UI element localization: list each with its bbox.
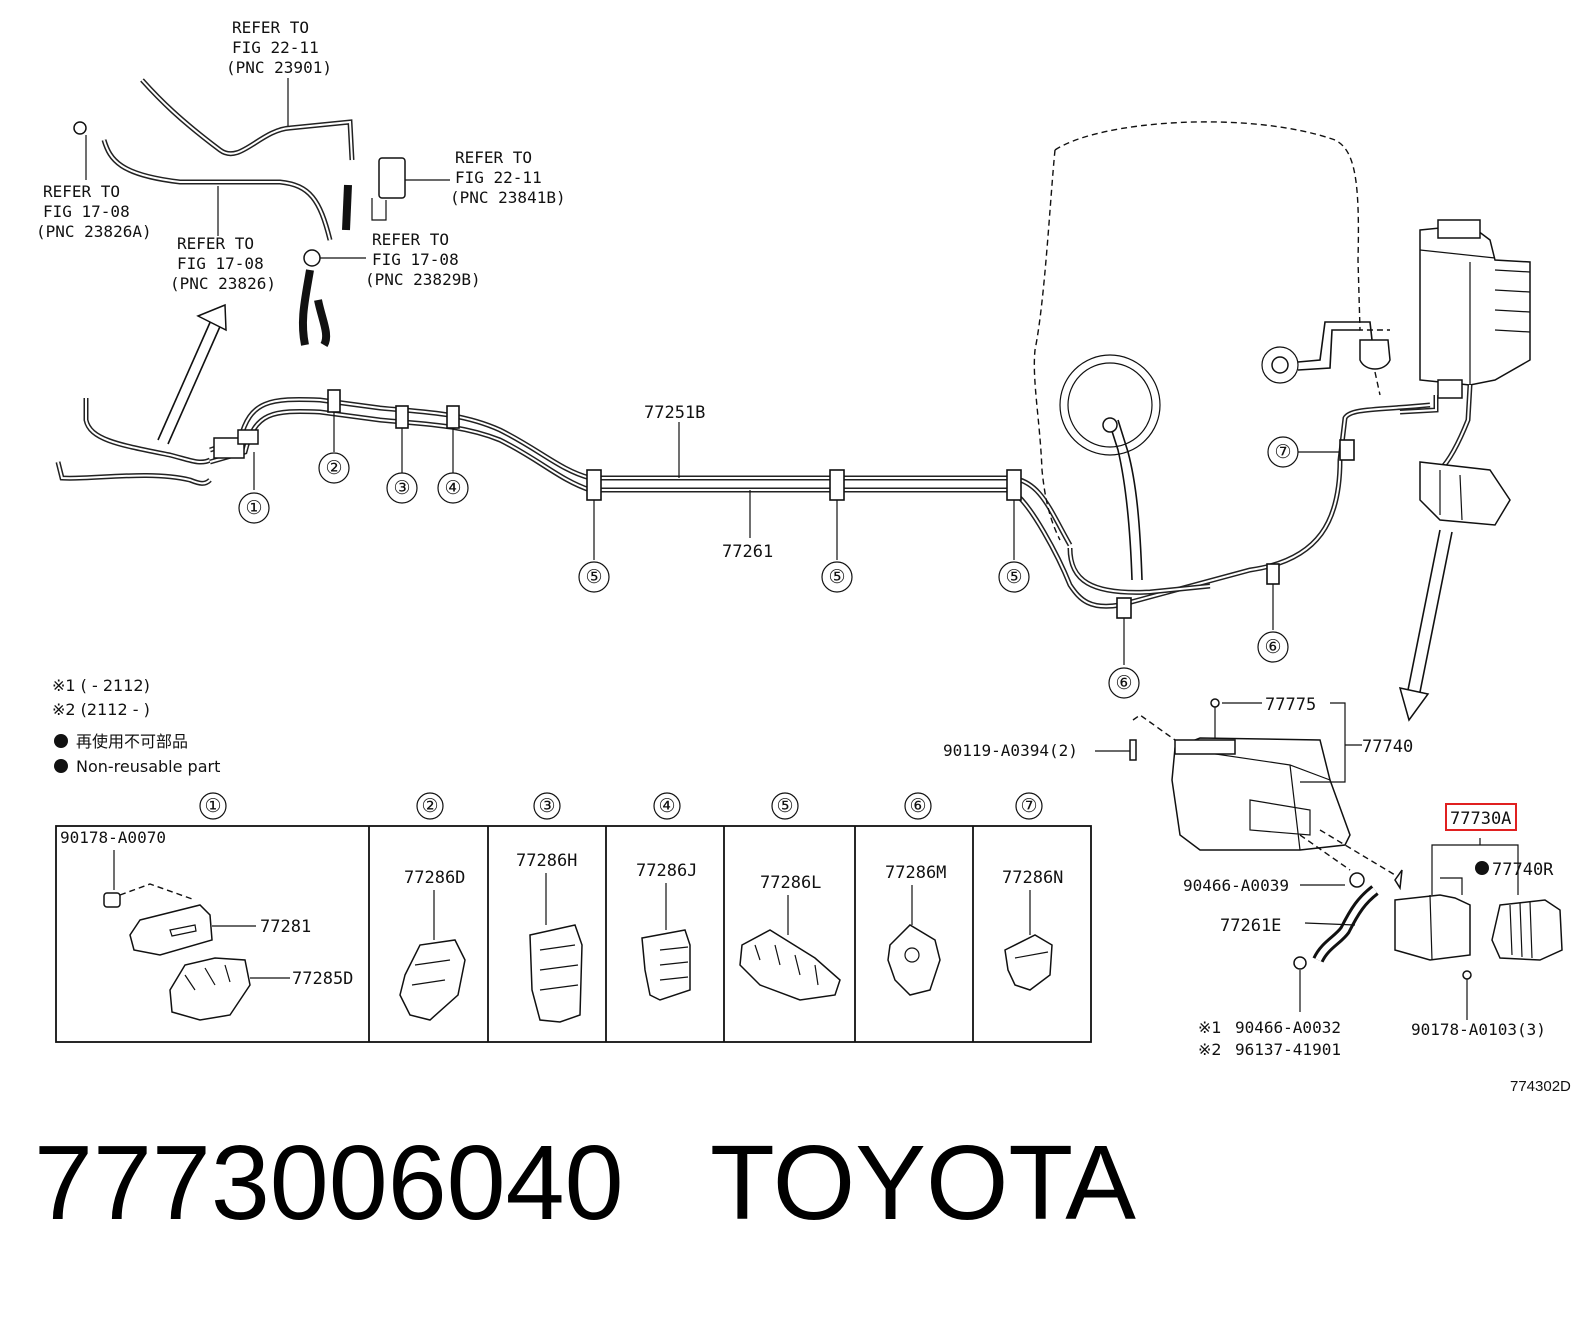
ref-23826-line3: (PNC 23826) <box>170 274 276 293</box>
reference-23829b: REFER TO FIG 17-08 (PNC 23829B) <box>318 230 481 289</box>
ref-23841b-line2: FIG 22-11 <box>455 168 542 187</box>
callout-4: ④ <box>444 477 461 499</box>
ref-23841b-line1: REFER TO <box>455 148 532 167</box>
label-90466-a0039: 90466-A0039 <box>1183 876 1289 895</box>
ref-23829b-line3: (PNC 23829B) <box>365 270 481 289</box>
label-77740: 77740 <box>1362 737 1413 757</box>
canister-exploded: 77775 77740 90119-A0394(2) 77730A 77740R… <box>943 695 1571 1095</box>
cell2-77286d: 77286D <box>404 868 465 888</box>
ref-23901-line1: REFER TO <box>232 18 309 37</box>
table-header-7: ⑦ <box>1020 795 1037 817</box>
label-77730a: 77730A <box>1450 809 1511 829</box>
label-90466-a0032: 90466-A0032 <box>1235 1018 1341 1037</box>
table-header-4: ④ <box>658 795 675 817</box>
ref-23826a-line3: (PNC 23826A) <box>36 222 152 241</box>
notes: ※1 ( - 2112) ※2 (2112 - ) 再使用不可部品 Non-re… <box>52 676 220 776</box>
cell5-77286l: 77286L <box>760 873 821 893</box>
note-1: ※1 ( - 2112) <box>52 676 150 695</box>
reference-23826: REFER TO FIG 17-08 (PNC 23826) <box>170 186 276 293</box>
cell1-77281: 77281 <box>260 917 311 937</box>
fuel-tank-outline <box>1033 121 1391 581</box>
callout-6b: ⑥ <box>1264 636 1281 658</box>
diagram-code: 774302D <box>1510 1078 1571 1095</box>
cell3-77286h: 77286H <box>516 851 577 871</box>
mark-2: ※2 <box>1198 1040 1222 1059</box>
cell4-77286j: 77286J <box>636 861 697 881</box>
callout-1: ① <box>245 497 262 519</box>
cell6-77286m: 77286M <box>885 863 946 883</box>
highlight-box <box>1445 803 1517 831</box>
ref-23901-line2: FIG 22-11 <box>232 38 319 57</box>
ref-23829b-line2: FIG 17-08 <box>372 250 459 269</box>
cell7-77286n: 77286N <box>1002 868 1063 888</box>
callout-6a: ⑥ <box>1115 672 1132 694</box>
table-header-1: ① <box>204 795 221 817</box>
main-fuel-lines: 77251B 77261 <box>55 389 1431 665</box>
table-header-3: ③ <box>538 795 555 817</box>
note-2: ※2 (2112 - ) <box>52 700 150 719</box>
reference-23826a: REFER TO FIG 17-08 (PNC 23826A) <box>36 135 152 241</box>
label-90178-a0103: 90178-A0103(3) <box>1411 1020 1546 1039</box>
reference-23901: REFER TO FIG 22-11 (PNC 23901) <box>226 18 332 126</box>
label-77775: 77775 <box>1265 695 1316 715</box>
mark-1: ※1 <box>1198 1018 1222 1037</box>
label-90119: 90119-A0394(2) <box>943 741 1078 760</box>
callout-5b: ⑤ <box>828 566 845 588</box>
label-77251b: 77251B <box>644 403 705 423</box>
callout-7: ⑦ <box>1274 441 1291 463</box>
callout-5a: ⑤ <box>585 566 602 588</box>
ref-23826a-line2: FIG 17-08 <box>43 202 130 221</box>
table-header-5: ⑤ <box>776 795 793 817</box>
table-header-6: ⑥ <box>909 795 926 817</box>
note-bullet-en: Non-reusable part <box>76 757 220 776</box>
label-77740r: 77740R <box>1492 860 1554 880</box>
callout-2: ② <box>325 457 342 479</box>
callout-3: ③ <box>393 477 410 499</box>
canister-installed <box>1398 219 1531 722</box>
cell1-77285d: 77285D <box>292 969 353 989</box>
label-96137-41901: 96137-41901 <box>1235 1040 1341 1059</box>
ref-23829b-line1: REFER TO <box>372 230 449 249</box>
upper-hoses <box>73 78 406 445</box>
line-callouts: ① ② ③ ④ ⑤ ⑤ ⑤ ⑥ ⑥ ⑦ <box>238 436 1299 699</box>
ref-23901-line3: (PNC 23901) <box>226 58 332 77</box>
clip-table: ① ② ③ ④ ⑤ ⑥ ⑦ 90178-A0070 77281 77285D 7… <box>55 792 1092 1043</box>
ref-23826-line1: REFER TO <box>177 234 254 253</box>
part-caption: 7773006040 TOYOTA <box>34 1124 1136 1242</box>
label-77261: 77261 <box>722 542 773 562</box>
callout-5c: ⑤ <box>1005 566 1022 588</box>
reference-23841b: REFER TO FIG 22-11 (PNC 23841B) <box>403 148 566 207</box>
label-77261e: 77261E <box>1220 916 1281 936</box>
ref-23841b-line3: (PNC 23841B) <box>450 188 566 207</box>
note-bullet-jp: 再使用不可部品 <box>76 732 188 751</box>
cell1-90178-a0070: 90178-A0070 <box>60 828 166 847</box>
table-header-2: ② <box>421 795 438 817</box>
ref-23826a-line1: REFER TO <box>43 182 120 201</box>
ref-23826-line2: FIG 17-08 <box>177 254 264 273</box>
